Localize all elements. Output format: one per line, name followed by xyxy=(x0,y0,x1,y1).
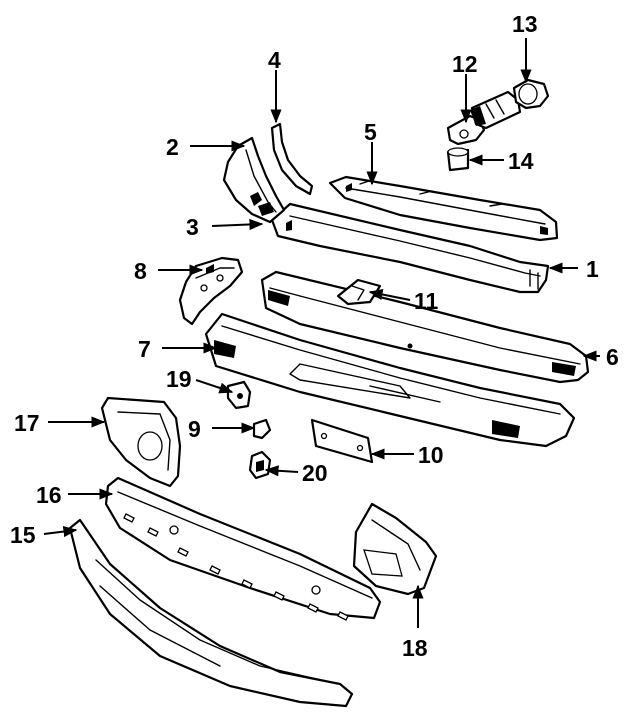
callout-12: 12 xyxy=(452,51,478,77)
callout-11: 11 xyxy=(414,288,439,314)
part-4-trim-strip xyxy=(270,122,314,196)
part-17-left-splash-shield xyxy=(100,396,182,488)
callout-7: 7 xyxy=(138,336,151,362)
part-20-retainer xyxy=(248,450,272,480)
part-13-end-cap xyxy=(512,78,550,110)
part-16-air-deflector xyxy=(104,476,382,621)
leader-3 xyxy=(211,218,264,231)
part-10-license-bracket xyxy=(310,418,374,464)
deflector-slots xyxy=(123,513,349,621)
callout-leaders xyxy=(43,38,600,628)
part-12-isolator xyxy=(446,90,522,146)
callout-13: 13 xyxy=(512,11,538,37)
callout-4: 4 xyxy=(268,47,281,73)
callout-19: 19 xyxy=(166,366,192,392)
callout-16: 16 xyxy=(36,482,62,508)
callout-6: 6 xyxy=(606,344,619,370)
part-7-bumper-cover xyxy=(204,312,576,448)
callout-3: 3 xyxy=(186,214,199,240)
part-2-corner-extension xyxy=(222,136,286,224)
leader-19 xyxy=(195,379,234,394)
part-8-corner-bracket xyxy=(178,256,244,326)
part-14-spacer xyxy=(446,147,470,172)
part-9-clip xyxy=(252,418,272,440)
part-18-right-splash-shield xyxy=(352,502,438,596)
callout-labels: 1 2 3 4 5 6 7 8 9 10 11 12 13 14 15 16 1… xyxy=(10,11,619,661)
leader-15 xyxy=(43,526,78,538)
callout-9: 9 xyxy=(188,416,201,442)
leader-11 xyxy=(368,288,411,301)
callout-1: 1 xyxy=(586,256,599,282)
part-15-lower-spoiler xyxy=(68,518,354,708)
part-19-clip-bracket xyxy=(226,380,252,410)
callout-2: 2 xyxy=(166,134,179,160)
part-1-impact-bar xyxy=(270,202,550,294)
callout-20: 20 xyxy=(302,460,328,486)
callout-18: 18 xyxy=(402,635,428,661)
callout-14: 14 xyxy=(508,148,534,174)
callout-10: 10 xyxy=(418,442,444,468)
part-5-upper-reinforcement xyxy=(328,175,559,242)
leader-20 xyxy=(264,465,299,477)
callout-15: 15 xyxy=(10,522,36,548)
callout-5: 5 xyxy=(364,119,377,145)
callout-8: 8 xyxy=(134,258,147,284)
callout-17: 17 xyxy=(14,410,40,436)
